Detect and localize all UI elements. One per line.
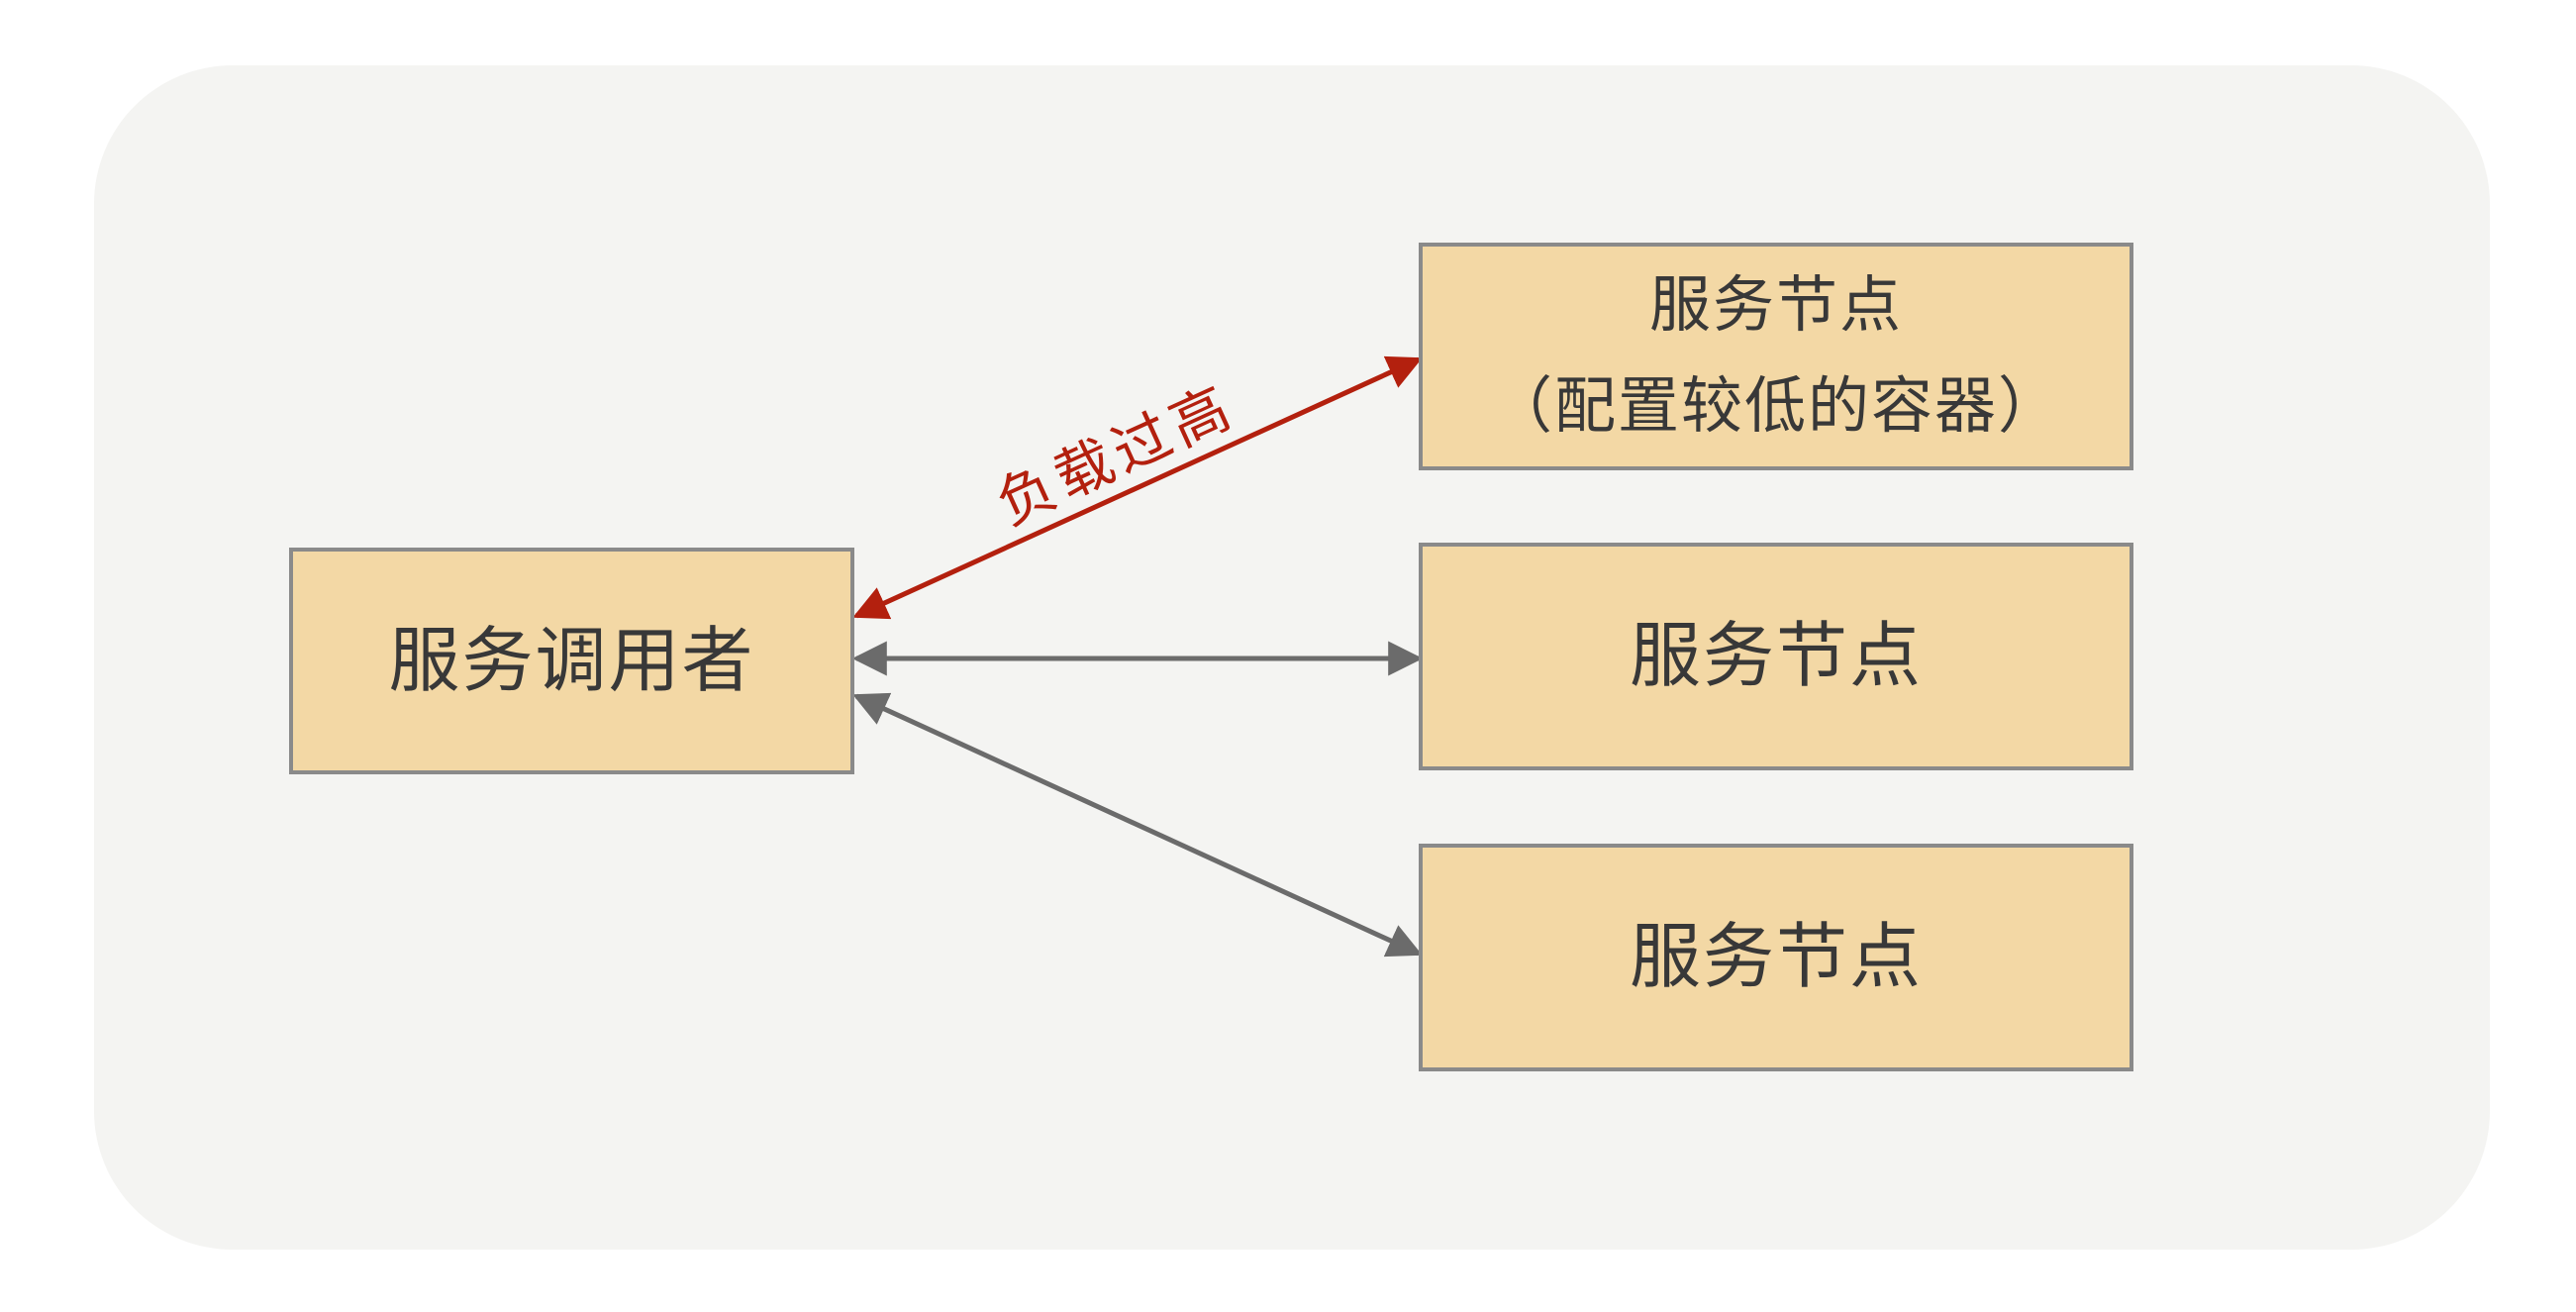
- node-service-caller: 服务调用者: [289, 548, 854, 774]
- node-service-node-low-config: 服务节点 （配置较低的容器）: [1419, 243, 2133, 470]
- node-mid-label: 服务节点: [1629, 617, 1923, 696]
- node-service-caller-label: 服务调用者: [388, 621, 755, 701]
- node-low-config-label-line1: 服务节点: [1648, 270, 1903, 340]
- node-service-node-mid: 服务节点: [1419, 543, 2133, 770]
- node-service-node-bottom: 服务节点: [1419, 844, 2133, 1071]
- node-low-config-label-line2: （配置较低的容器）: [1490, 372, 2061, 441]
- node-bottom-label: 服务节点: [1629, 918, 1923, 997]
